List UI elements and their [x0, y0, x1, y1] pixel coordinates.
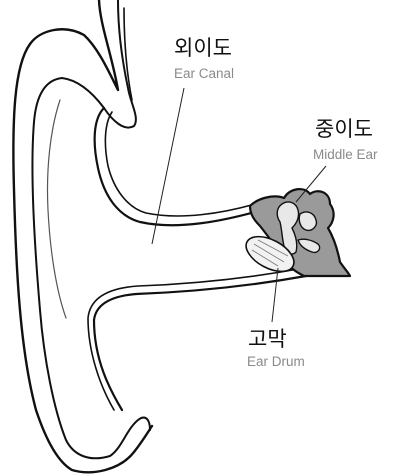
- ear-drum-label-english: Ear Drum: [247, 354, 305, 369]
- ear-drum-label-korean: 고막: [248, 327, 287, 351]
- middle-ear-label-korean: 중이도: [315, 117, 373, 141]
- ear-canal-label-korean: 외이도: [174, 36, 232, 60]
- ear-drum-leader: [272, 268, 278, 322]
- helix-inner-outline: [32, 0, 150, 458]
- ear-canal-leader: [152, 88, 184, 244]
- antihelix-line: [48, 100, 67, 318]
- ear-canal-label-english: Ear Canal: [174, 66, 234, 81]
- middle-ear-label-english: Middle Ear: [313, 147, 378, 162]
